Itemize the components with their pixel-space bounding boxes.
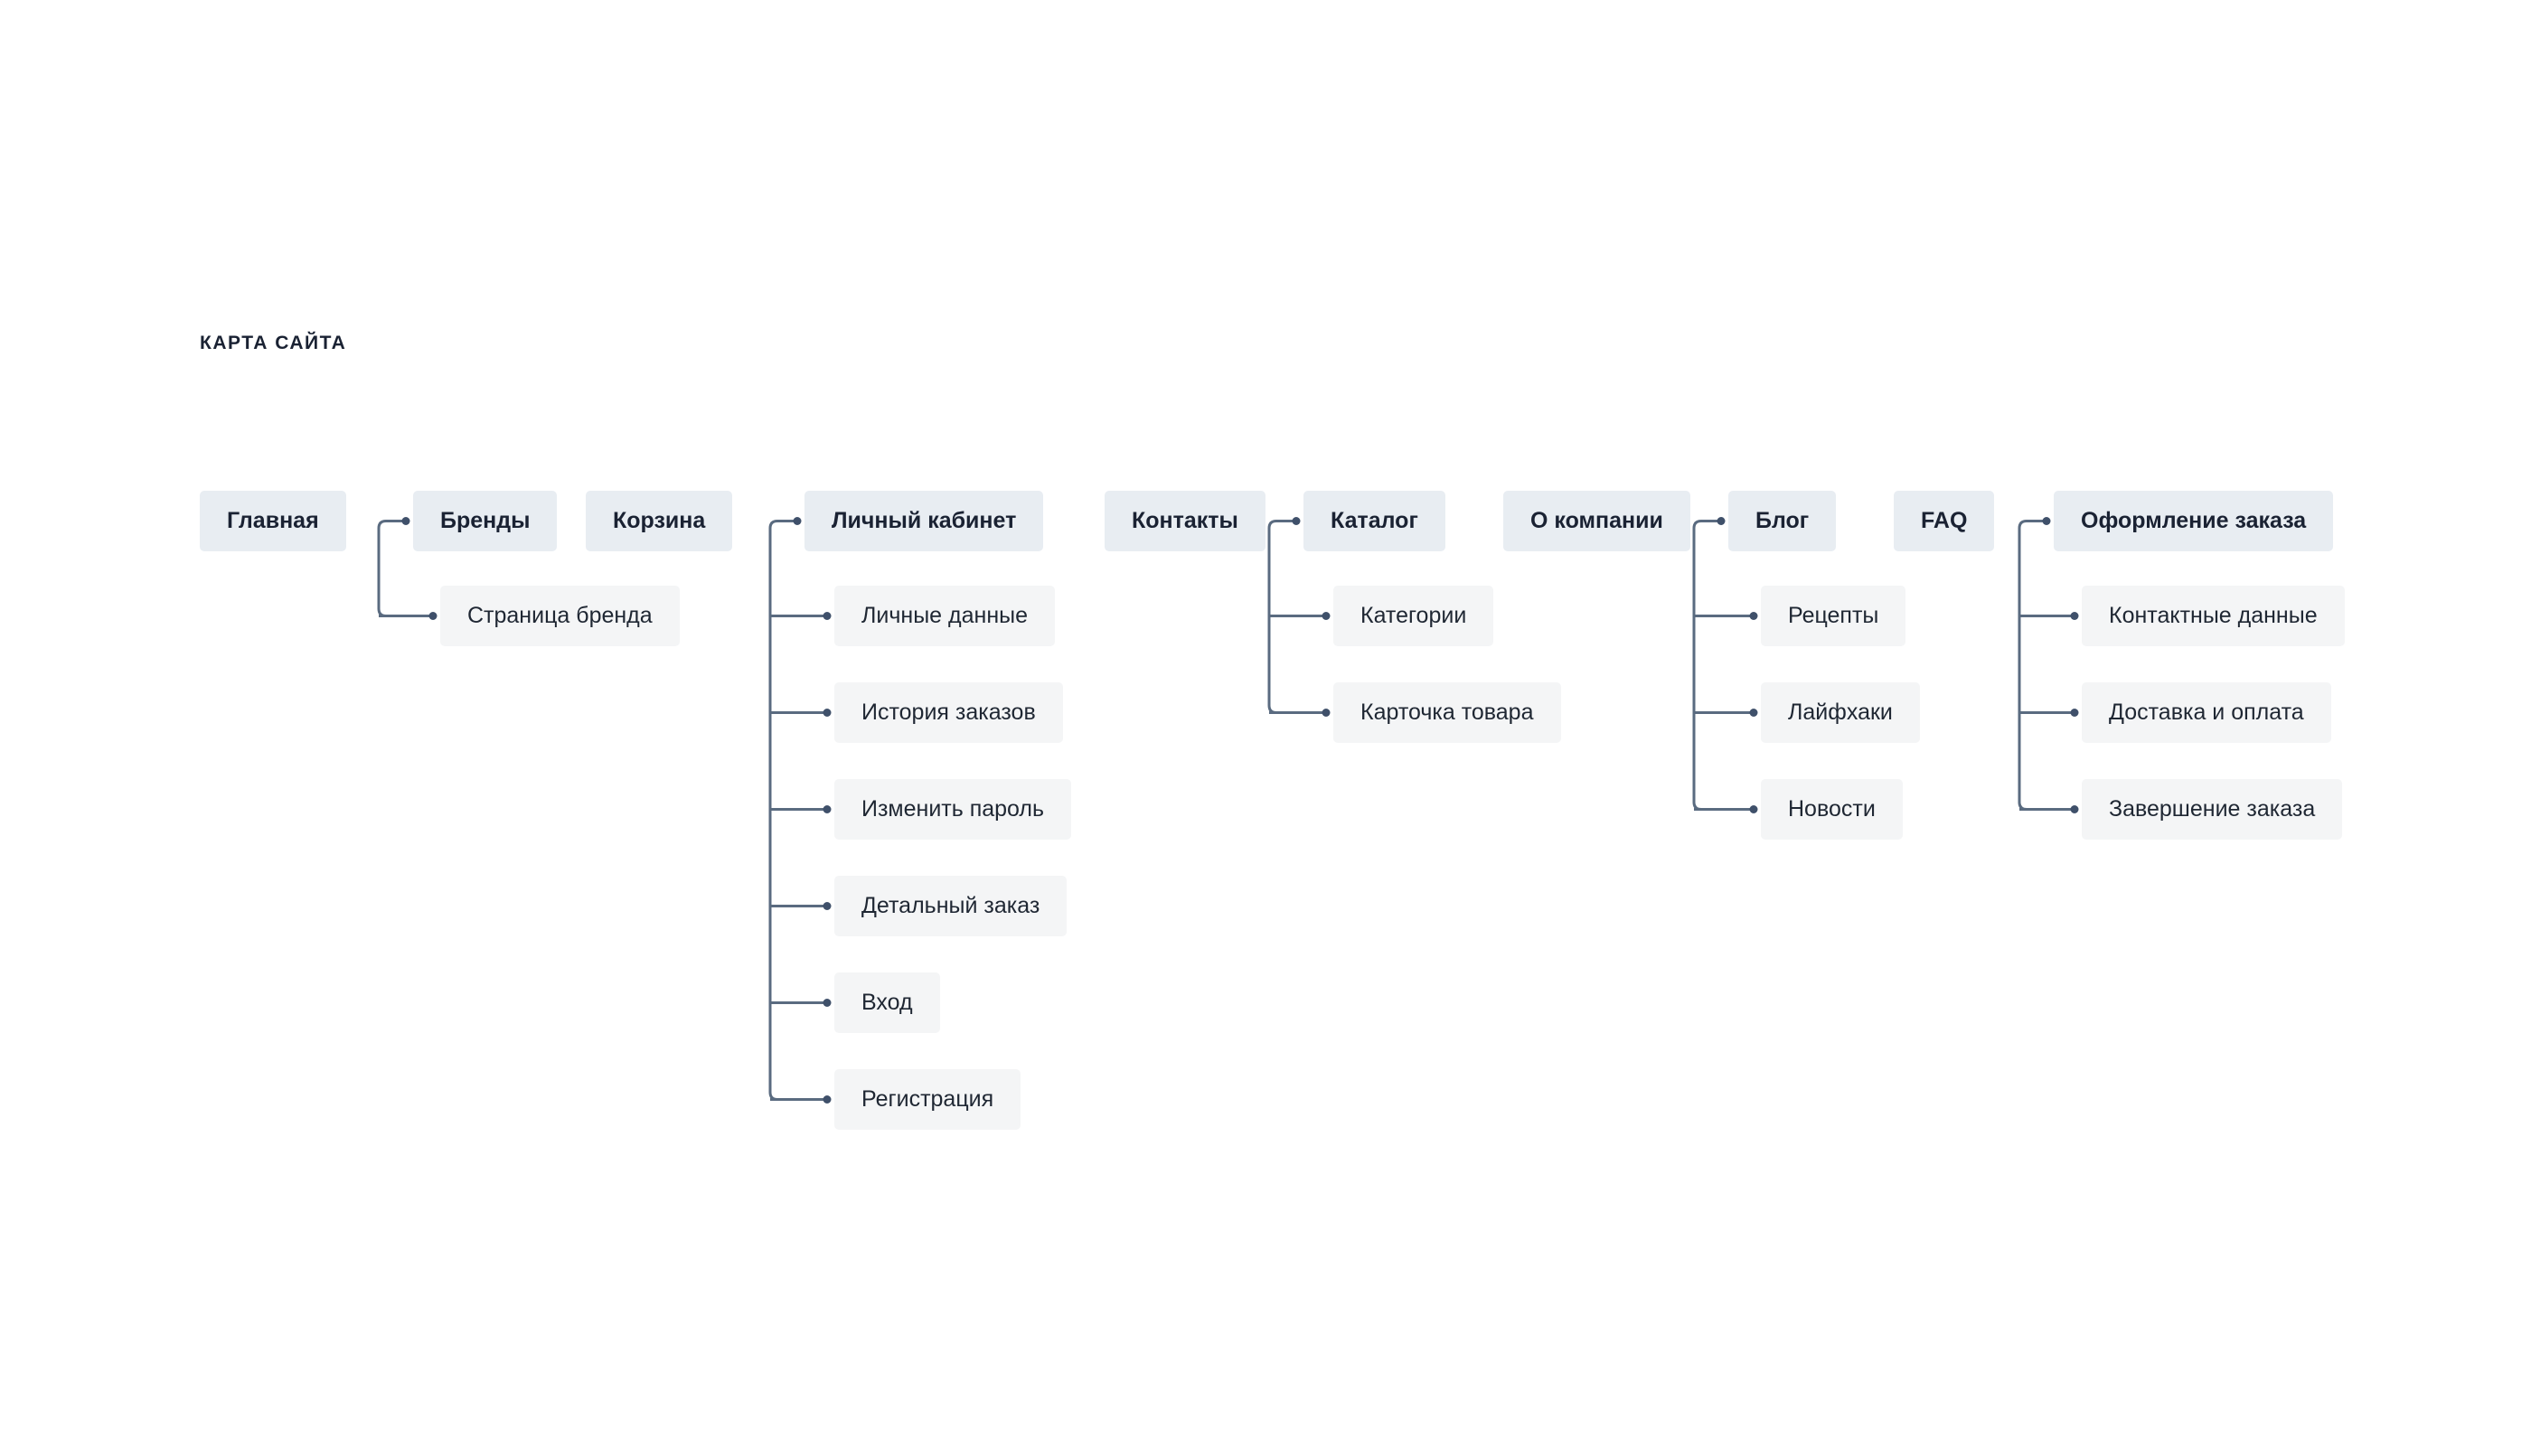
node-label: Главная (227, 508, 319, 533)
connector-endpoint-dot (1322, 612, 1331, 620)
connector-line (768, 520, 795, 1101)
node-блог[interactable]: Блог (1728, 491, 1837, 551)
node-корзина[interactable]: Корзина (586, 491, 733, 551)
node-label: История заказов (861, 700, 1036, 725)
node-label: Регистрация (861, 1086, 994, 1112)
node-label: Личные данные (861, 603, 1028, 628)
connector-endpoint-dot (793, 517, 802, 525)
connector-endpoint-dot (428, 612, 438, 620)
node-личные-данные[interactable]: Личные данные (834, 586, 1055, 646)
node-label: Личный кабинет (832, 508, 1017, 533)
node-label: FAQ (1921, 508, 1968, 533)
node-главная[interactable]: Главная (200, 491, 346, 551)
connector-endpoint-dot (823, 612, 832, 620)
node-faq[interactable]: FAQ (1894, 491, 1995, 551)
connector-endpoint-dot (1749, 709, 1758, 717)
connector-endpoint-dot (823, 1095, 832, 1104)
node-label: Контактные данные (2109, 603, 2318, 628)
connector-endpoint-dot (2070, 805, 2079, 813)
node-контактные-данные[interactable]: Контактные данные (2082, 586, 2345, 646)
connector-line (1692, 520, 1719, 811)
node-детальный-заказ[interactable]: Детальный заказ (834, 876, 1068, 936)
node-рецепты[interactable]: Рецепты (1761, 586, 1906, 646)
node-label: Бренды (440, 508, 531, 533)
connector-line (1267, 520, 1294, 714)
node-label: Вход (861, 990, 913, 1015)
node-label: Доставка и оплата (2109, 700, 2304, 725)
node-label: Оформление заказа (2081, 508, 2307, 533)
node-новости[interactable]: Новости (1761, 779, 1903, 840)
connector-endpoint-dot (1749, 612, 1758, 620)
node-бренды[interactable]: Бренды (413, 491, 558, 551)
node-история-заказов[interactable]: История заказов (834, 682, 1063, 743)
connector-endpoint-dot (1322, 709, 1331, 717)
node-label: Каталог (1331, 508, 1418, 533)
node-label: Контакты (1132, 508, 1238, 533)
node-label: Завершение заказа (2109, 796, 2316, 822)
node-label: Корзина (613, 508, 706, 533)
connector-endpoint-dot (823, 805, 832, 813)
connector-endpoint-dot (823, 709, 832, 717)
connector-endpoint-dot (2070, 612, 2079, 620)
connector-endpoint-dot (1717, 517, 1726, 525)
page-title: КАРТА САЙТА (200, 333, 347, 353)
node-доставка-и-оплата[interactable]: Доставка и оплата (2082, 682, 2331, 743)
node-label: Детальный заказ (861, 893, 1040, 918)
node-вход[interactable]: Вход (834, 972, 940, 1033)
node-контакты[interactable]: Контакты (1105, 491, 1266, 551)
connector-line (377, 520, 404, 617)
node-о-компании[interactable]: О компании (1503, 491, 1690, 551)
node-каталог[interactable]: Каталог (1303, 491, 1445, 551)
node-label: Изменить пароль (861, 796, 1045, 822)
node-label: Блог (1755, 508, 1810, 533)
node-label: Новости (1788, 796, 1876, 822)
node-карточка-товара[interactable]: Карточка товара (1333, 682, 1561, 743)
connector-endpoint-dot (823, 902, 832, 910)
connector-endpoint-dot (823, 999, 832, 1007)
node-лайфхаки[interactable]: Лайфхаки (1761, 682, 1920, 743)
node-label: Карточка товара (1360, 700, 1534, 725)
node-оформление-заказа[interactable]: Оформление заказа (2054, 491, 2334, 551)
connector-endpoint-dot (1292, 517, 1301, 525)
node-завершение-заказа[interactable]: Завершение заказа (2082, 779, 2343, 840)
node-label: Лайфхаки (1788, 700, 1893, 725)
node-изменить-пароль[interactable]: Изменить пароль (834, 779, 1072, 840)
connector-endpoint-dot (2042, 517, 2051, 525)
node-label: Рецепты (1788, 603, 1879, 628)
connector-endpoint-dot (2070, 709, 2079, 717)
node-label: Категории (1360, 603, 1467, 628)
connector-endpoint-dot (1749, 805, 1758, 813)
connector-line (2018, 520, 2045, 811)
node-label: О компании (1530, 508, 1663, 533)
node-страница-бренда[interactable]: Страница бренда (440, 586, 680, 646)
node-категории[interactable]: Категории (1333, 586, 1494, 646)
connector-endpoint-dot (401, 517, 410, 525)
node-label: Страница бренда (467, 603, 653, 628)
node-личный-кабинет[interactable]: Личный кабинет (804, 491, 1044, 551)
node-регистрация[interactable]: Регистрация (834, 1069, 1021, 1130)
